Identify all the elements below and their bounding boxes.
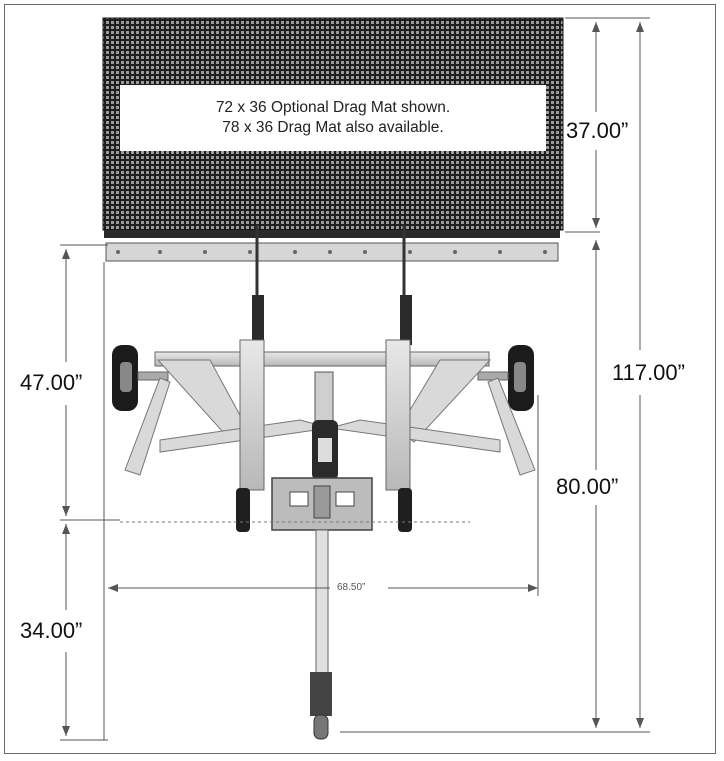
dim-axle-to-hitch: 80.00” xyxy=(556,474,619,500)
dimension-arrows xyxy=(62,22,644,736)
note-line-1: 72 x 36 Optional Drag Mat shown. xyxy=(215,99,451,116)
rear-frame-bolts xyxy=(116,250,547,254)
dim-mat-height: 37.00” xyxy=(566,118,629,144)
lift-cylinders xyxy=(252,295,412,345)
right-wheel xyxy=(508,345,534,411)
lift-chains xyxy=(255,225,406,300)
dim-wheel-width: 68.50” xyxy=(334,582,369,593)
left-wheel xyxy=(112,345,138,411)
drag-mat-note: 72 x 36 Optional Drag Mat shown. 78 x 36… xyxy=(120,85,546,151)
uprights xyxy=(239,339,411,491)
hitch-coupler xyxy=(310,672,332,740)
dim-axle-to-rear: 34.00” xyxy=(20,618,83,644)
dim-overall-length: 117.00” xyxy=(612,360,685,386)
lower-jacks xyxy=(236,488,412,532)
rear-bar xyxy=(104,230,560,238)
drawing-frame xyxy=(4,4,716,754)
dimension-lines xyxy=(60,17,650,741)
note-line-2: 78 x 36 Drag Mat also available. xyxy=(222,119,444,136)
tongue xyxy=(315,529,329,676)
dim-frame-to-axle: 47.00” xyxy=(20,370,83,396)
